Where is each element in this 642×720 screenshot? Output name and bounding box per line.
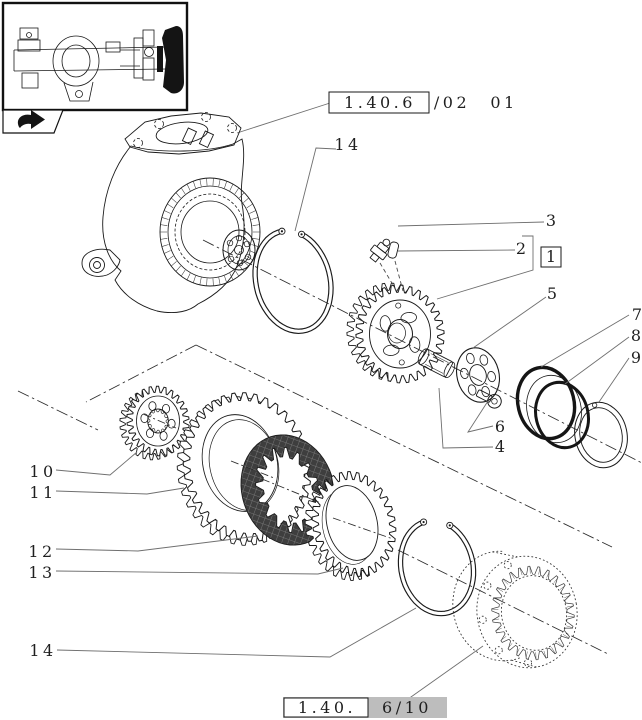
ref-top-code: 1.40.6 xyxy=(344,93,416,112)
callout-1: 1 xyxy=(546,247,556,266)
part-7-seal-ring xyxy=(515,365,577,441)
ref-part-ring-gear xyxy=(452,550,578,669)
callout-13: 13 xyxy=(28,563,55,582)
leader-10 xyxy=(55,451,138,476)
housing-top-flange xyxy=(124,112,242,155)
callout-14-top: 14 xyxy=(334,135,361,154)
snap-ring-14-top xyxy=(252,228,334,335)
callout-9: 9 xyxy=(631,348,641,367)
callout-6: 6 xyxy=(495,417,505,436)
gear-13-teeth xyxy=(311,471,397,577)
leader-4 xyxy=(438,387,494,449)
curved-back-arrow-icon xyxy=(17,110,45,129)
ref-top-page: 01 xyxy=(490,93,517,112)
part-13-gear-ring xyxy=(304,471,397,581)
thumbnail-frame xyxy=(1,1,189,112)
leader-lines xyxy=(55,147,630,658)
ring-gear-internal-teeth xyxy=(491,565,575,661)
ref-top-box xyxy=(328,91,430,114)
part-10-planet-gear xyxy=(119,385,190,461)
housing-body-outline xyxy=(102,138,245,314)
part-9-shim-ring xyxy=(574,401,628,469)
callout-12: 12 xyxy=(28,542,55,561)
callout-labels: 14 3 2 1 5 7 8 9 6 4 10 11 12 13 14 xyxy=(28,135,642,660)
ref-top-section: /02 xyxy=(434,93,470,112)
callout-3: 3 xyxy=(546,211,556,230)
axle-overview-thumbnail[interactable] xyxy=(1,1,189,112)
ref-link-bottom[interactable]: 1.40. 6/10 xyxy=(283,645,484,718)
steering-arm xyxy=(81,248,121,277)
ref-link-top[interactable]: 1.40.6 /02 01 xyxy=(236,91,518,134)
leader-9 xyxy=(598,357,630,403)
axis-diagonal-left xyxy=(85,344,197,403)
hub-texture-ticks xyxy=(160,178,260,286)
part-knuckle-housing-detail xyxy=(124,112,256,279)
part-5-thrust-flange xyxy=(456,347,500,403)
part-2-pin xyxy=(387,241,404,292)
ref-bottom-code: 1.40. xyxy=(298,698,356,717)
part-8-seal-ring xyxy=(534,380,590,450)
axis-ring-gear xyxy=(397,549,609,655)
callout-11: 11 xyxy=(29,483,56,502)
previous-section-tab[interactable] xyxy=(2,109,64,134)
leader-14-bottom xyxy=(56,607,417,658)
part-knuckle-housing xyxy=(81,138,261,314)
callout-14-bottom: 14 xyxy=(29,641,56,660)
leader-11 xyxy=(55,487,185,495)
gear-10-spline xyxy=(147,409,169,433)
axis-diagonal-long xyxy=(195,344,613,548)
callout-7: 7 xyxy=(632,305,642,324)
front-axle-mini-drawing xyxy=(13,26,184,102)
part-14-snap-ring-bottom xyxy=(397,518,477,617)
part-3-grease-fitting xyxy=(369,238,397,291)
part-6-bolt xyxy=(476,389,502,409)
part-7-8-thin-edge xyxy=(526,374,582,444)
leader-8 xyxy=(564,336,630,385)
ring-gear-face xyxy=(476,555,578,669)
callout-8: 8 xyxy=(631,326,641,345)
leader-7 xyxy=(540,314,630,368)
leader-3 xyxy=(397,221,545,227)
part-1-sun-gear xyxy=(346,282,445,384)
hub-mount-flange xyxy=(222,229,256,271)
leader-13 xyxy=(55,567,344,575)
leader-6 xyxy=(467,400,494,433)
ref-bottom-rest: 6/10 xyxy=(382,698,432,717)
part-4-roller xyxy=(417,348,456,379)
sun-gear-teeth xyxy=(355,284,445,384)
callout-1-box xyxy=(540,246,562,268)
construction-lines xyxy=(17,239,642,655)
ref-bottom-box xyxy=(283,697,369,718)
leader-2 xyxy=(397,249,516,252)
ref-top-leader-line xyxy=(236,102,331,134)
callout-4: 4 xyxy=(495,437,505,456)
part-14-snap-ring-top xyxy=(252,227,334,335)
axis-sun-gear-row xyxy=(202,239,642,464)
leader-5 xyxy=(472,296,547,349)
leader-14-top xyxy=(294,147,337,232)
axis-diagonal-left-lower xyxy=(17,390,99,431)
callout-5: 5 xyxy=(547,284,557,303)
bracket-group-1 xyxy=(436,235,534,300)
callout-2: 2 xyxy=(516,239,526,258)
callout-10: 10 xyxy=(29,462,56,481)
leader-12 xyxy=(55,535,259,552)
